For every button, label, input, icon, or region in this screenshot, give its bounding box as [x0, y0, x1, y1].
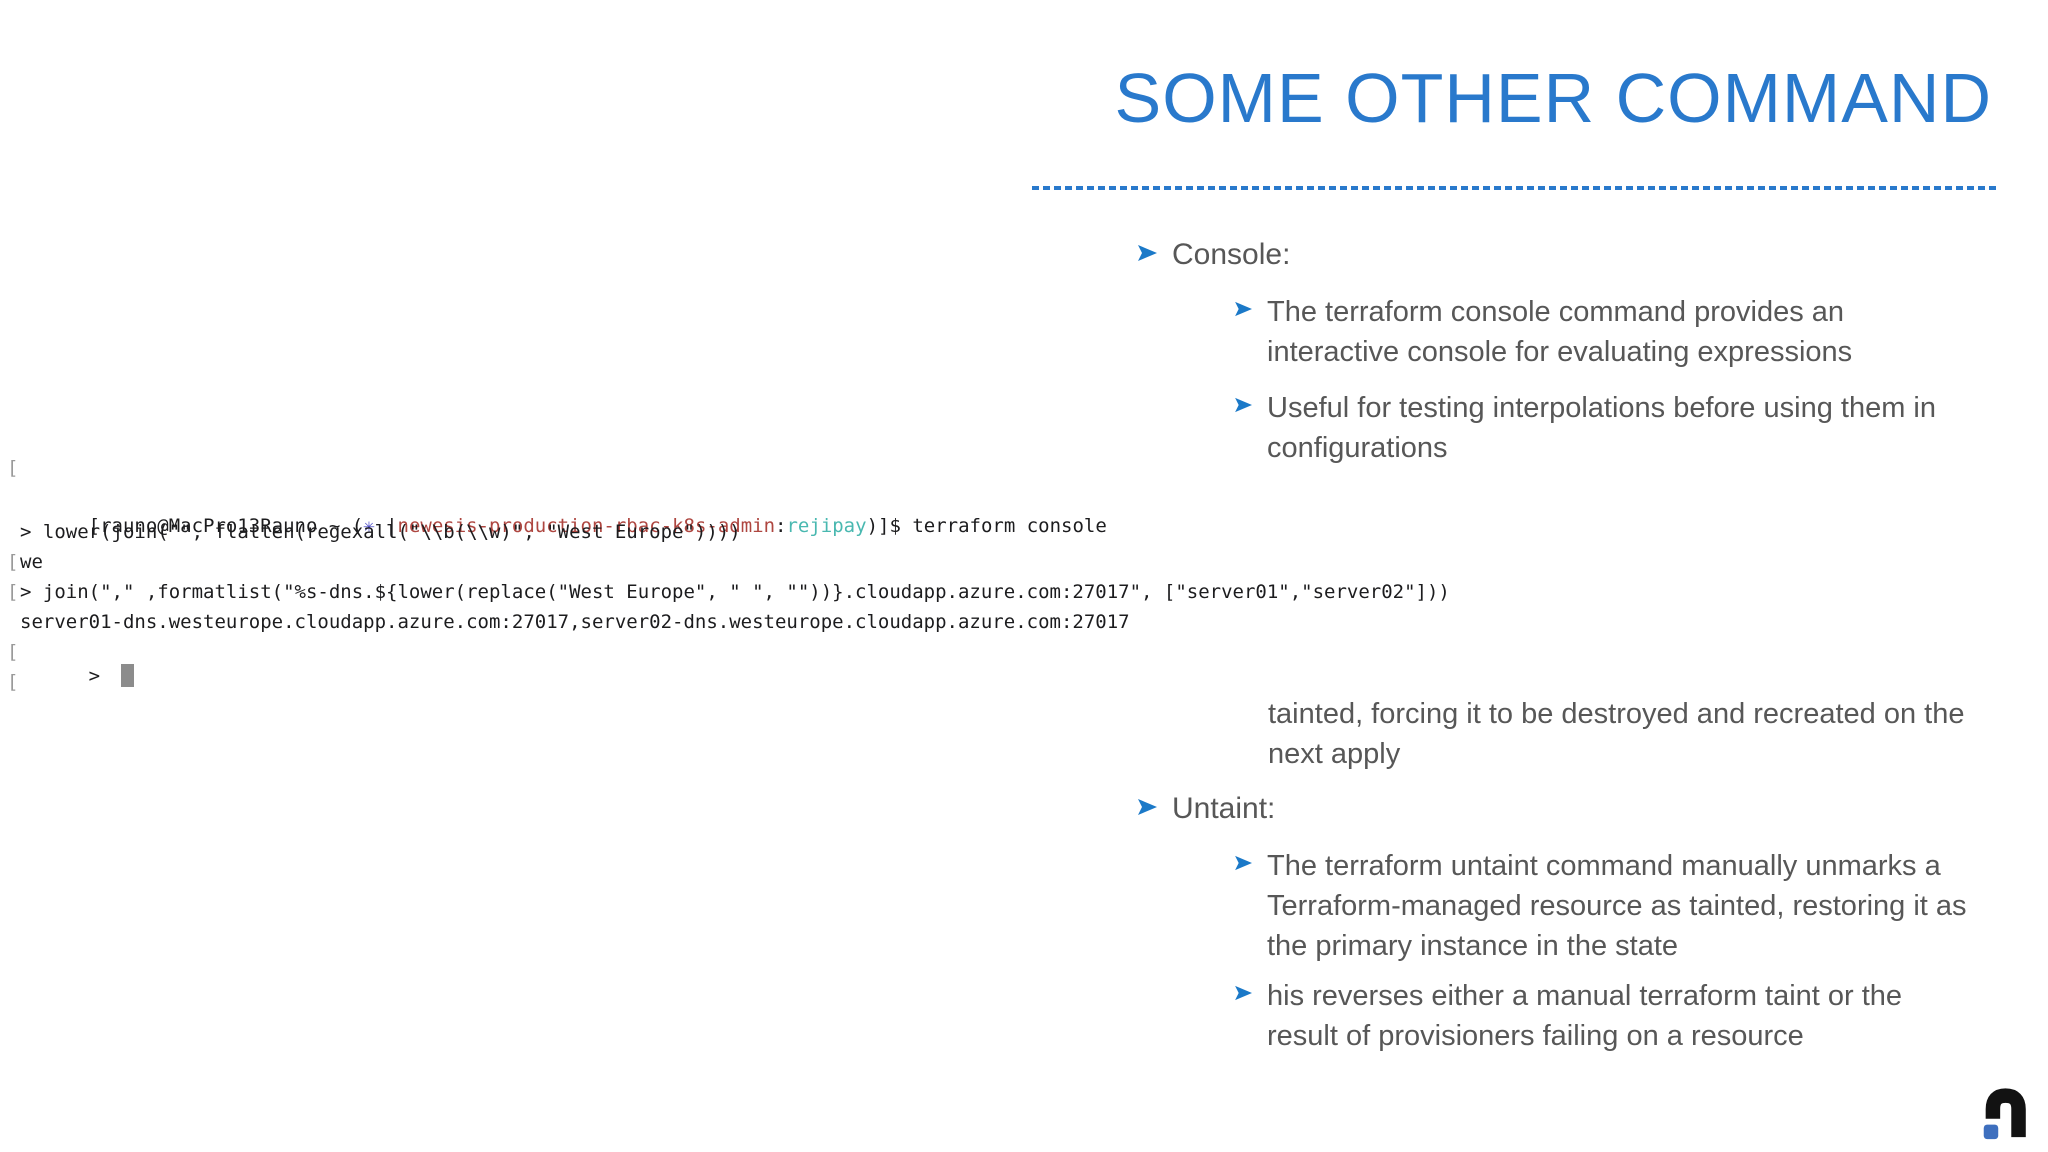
- shell-mark: [: [7, 641, 19, 663]
- console-prompt-char: >: [88, 665, 112, 687]
- kube-namespace: rejipay: [786, 515, 867, 537]
- bullet-taint-continuation: tainted, forcing it to be destroyed and …: [1268, 698, 1965, 770]
- bullet-arrow-icon: [1138, 798, 1158, 830]
- shell-mark: [: [7, 581, 19, 603]
- terminal-prompt-line: [rauno@MacPro13Rauno ~ (✳ |newesis-produ…: [20, 490, 1107, 562]
- bullet-console-sub2: Useful for testing interpolations before…: [1235, 388, 1936, 468]
- prompt-star-icon: ✳: [363, 515, 387, 537]
- prompt-colon: :: [775, 515, 787, 537]
- page-title: SOME OTHER COMMAND: [1114, 59, 1992, 137]
- bullet-arrow-icon: [1235, 855, 1253, 966]
- terminal-active-prompt[interactable]: >: [20, 640, 134, 712]
- bullet-untaint-label: Untaint:: [1172, 792, 1276, 825]
- prompt-suffix: )]$: [866, 515, 913, 537]
- bullet-console-sub2-text: Useful for testing interpolations before…: [1267, 392, 1936, 464]
- bullet-console: Console:: [1138, 234, 1290, 276]
- terminal-cursor[interactable]: [120, 664, 134, 687]
- bullet-untaint-sub2: his reverses either a manual terraform t…: [1235, 976, 1902, 1056]
- shell-mark: [: [7, 457, 19, 479]
- shell-mark: [: [7, 671, 19, 693]
- terminal-window[interactable]: [ [ [ [ [ [rauno@MacPro13Rauno ~ (✳ |new…: [0, 448, 2048, 696]
- terminal-line-input-lower: > lower(join("", flatten(regexall("\\b(\…: [20, 521, 741, 543]
- bullet-arrow-icon: [1138, 244, 1158, 276]
- newesis-logo: [1976, 1082, 2034, 1144]
- terminal-line-input-join: > join("," ,formatlist("%s-dns.${lower(r…: [20, 581, 1450, 603]
- bullet-untaint-sub1-text: The terraform untaint command manually u…: [1267, 850, 1967, 962]
- bullet-untaint-sub1: The terraform untaint command manually u…: [1235, 846, 1967, 966]
- logo-blue-square: [1983, 1124, 1999, 1140]
- terminal-line-output-we: we: [20, 551, 43, 573]
- bullet-console-sub1: The terraform console command provides a…: [1235, 292, 1852, 372]
- shell-mark: [: [7, 551, 19, 573]
- bullet-console-sub1-text: The terraform console command provides a…: [1267, 296, 1853, 368]
- terraform-console-command: terraform console: [912, 515, 1107, 537]
- prompt-separator: |: [386, 515, 398, 537]
- bullet-untaint: Untaint:: [1138, 788, 1275, 830]
- bullet-untaint-sub2-text: his reverses either a manual terraform t…: [1267, 980, 1903, 1052]
- bullet-arrow-icon: [1235, 301, 1253, 372]
- bullet-arrow-icon: [1235, 397, 1253, 468]
- prompt-user-host: [rauno@MacPro13Rauno ~ (: [88, 515, 364, 537]
- kube-context: newesis-production-rbac-k8s-admin: [397, 515, 776, 537]
- bullet-console-label: Console:: [1172, 238, 1291, 271]
- terminal-line-output-dns: server01-dns.westeurope.cloudapp.azure.c…: [20, 611, 1130, 633]
- logo-n-icon: [1983, 1088, 2026, 1140]
- title-divider: [1032, 186, 1996, 190]
- bullet-arrow-icon: [1235, 985, 1253, 1056]
